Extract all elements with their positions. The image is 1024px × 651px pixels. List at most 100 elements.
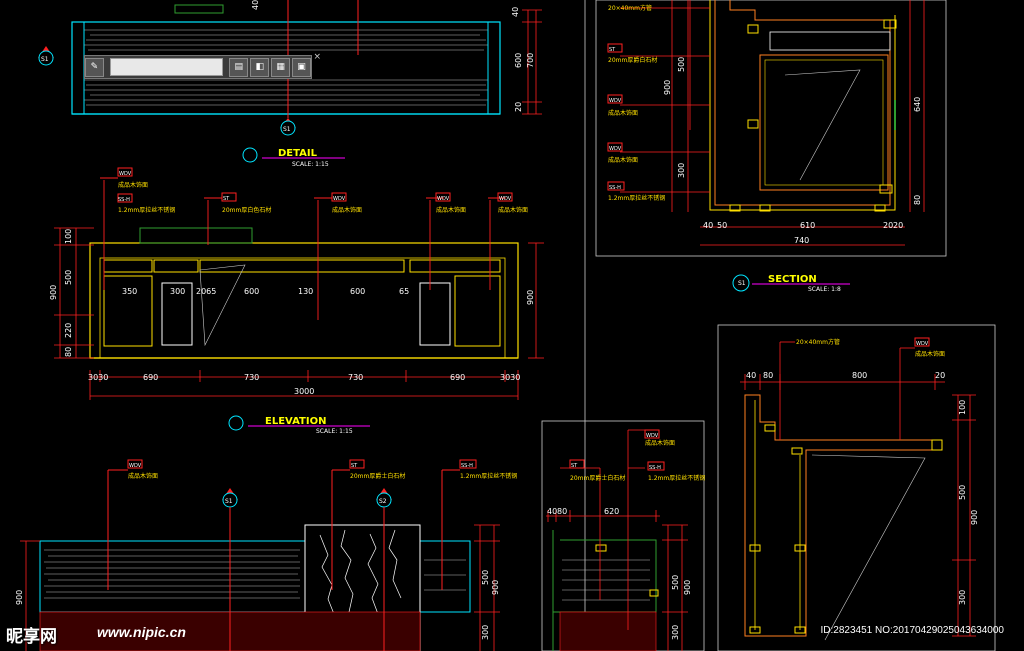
svg-text:80: 80 (64, 347, 73, 357)
svg-text:S1: S1 (225, 498, 233, 505)
svg-text:690: 690 (450, 373, 465, 382)
svg-text:80: 80 (763, 371, 773, 380)
layer-walk-icon[interactable]: ▣ (292, 57, 311, 77)
svg-text:900: 900 (663, 80, 672, 95)
detail-scale: SCALE: 1:15 (292, 161, 329, 168)
svg-text:成品木饰面: 成品木饰面 (436, 206, 466, 214)
section-marker-left[interactable]: S1 (38, 46, 54, 66)
svg-text:20: 20 (935, 371, 945, 380)
watermark-id: ID:2823451 NO:20170429025043634000 (820, 625, 1005, 636)
svg-text:WDV: WDV (646, 433, 659, 439)
svg-text:500: 500 (958, 485, 967, 500)
svg-text:300: 300 (481, 625, 490, 640)
svg-text:350: 350 (122, 287, 137, 296)
svg-text:WDV: WDV (499, 196, 512, 202)
dim-detail-600: 600 (514, 53, 523, 68)
section-scale: SCALE: 1:8 (808, 286, 841, 293)
section-view-2: 20×40mm方管 WDV 成品木饰面 40 80 800 20 100 500… (717, 324, 996, 651)
material-tag-wdv: WDV 成品木饰面 SS-H 1.2mm厚拉丝不锈钢 (117, 167, 175, 214)
dim-detail-top: 40 (251, 0, 260, 10)
svg-text:成品木饰面: 成品木饰面 (118, 181, 148, 189)
svg-text:WDV: WDV (437, 196, 450, 202)
svg-text:100: 100 (958, 400, 967, 415)
svg-text:WDV: WDV (119, 171, 132, 177)
svg-text:300: 300 (671, 625, 680, 640)
svg-text:SS-H: SS-H (118, 197, 130, 203)
svg-text:20mm厚爵白石材: 20mm厚爵白石材 (608, 56, 657, 64)
svg-text:40: 40 (703, 221, 713, 230)
svg-text:成品木饰面: 成品木饰面 (645, 439, 675, 447)
svg-text:620: 620 (604, 507, 619, 516)
svg-text:80: 80 (557, 507, 567, 516)
svg-text:300: 300 (677, 163, 686, 178)
svg-text:500: 500 (677, 57, 686, 72)
material-tag-st: ST 20mm厚白色石材 (221, 192, 271, 214)
svg-text:ST: ST (571, 463, 578, 469)
elevation-title-block: ELEVATION SCALE: 1:15 (228, 415, 370, 435)
svg-text:20×40mm方管: 20×40mm方管 (608, 4, 652, 12)
svg-text:SS-H: SS-H (461, 463, 473, 469)
elevation-scale: SCALE: 1:15 (316, 428, 353, 435)
svg-text:730: 730 (244, 373, 259, 382)
svg-text:20: 20 (893, 221, 903, 230)
svg-text:900: 900 (526, 290, 535, 305)
svg-text:WDV: WDV (916, 341, 929, 347)
svg-text:ST: ST (223, 196, 230, 202)
svg-text:20: 20 (883, 221, 893, 230)
svg-text:100: 100 (64, 229, 73, 244)
svg-text:900: 900 (15, 590, 24, 605)
section-marker-bottom[interactable]: S1 (280, 118, 296, 136)
svg-text:S2: S2 (379, 498, 387, 505)
dim-detail-20: 20 (514, 102, 523, 112)
svg-text:300: 300 (170, 287, 185, 296)
svg-text:80: 80 (913, 195, 922, 205)
svg-text:ST: ST (351, 463, 358, 469)
layer-state-icon[interactable]: ▦ (271, 57, 291, 77)
elevation-view: WDV 成品木饰面 SS-H 1.2mm厚拉丝不锈钢 ST 20mm厚白色石材 … (49, 167, 544, 435)
svg-text:600: 600 (244, 287, 259, 296)
svg-text:900: 900 (491, 580, 500, 595)
svg-text:WDV: WDV (333, 196, 346, 202)
svg-text:成品木饰面: 成品木饰面 (608, 109, 638, 117)
svg-text:50: 50 (717, 221, 727, 230)
svg-text:SS-H: SS-H (649, 465, 661, 471)
svg-text:130: 130 (298, 287, 313, 296)
section-marker-s2[interactable]: S2 (376, 488, 392, 651)
watermark-url[interactable]: www.nipic.cn (97, 624, 186, 640)
svg-text:40: 40 (547, 507, 557, 516)
layer-prev-icon[interactable]: ◧ (250, 57, 270, 77)
svg-text:成品木饰面: 成品木饰面 (608, 156, 638, 164)
layer-icon[interactable]: ▤ (229, 57, 249, 77)
svg-text:740: 740 (794, 236, 809, 245)
svg-text:SS-H: SS-H (609, 185, 621, 191)
svg-text:WDV: WDV (609, 146, 622, 152)
layer-toolbar: ✎ ▤ ◧ ▦ ▣ × (84, 52, 321, 79)
section-marker-s1[interactable]: S1 (222, 488, 238, 651)
close-icon[interactable]: × (313, 52, 321, 62)
material-tag-wdv-4: WDV 成品木饰面 (497, 192, 528, 214)
detail-view: 40 600 700 20 40 S1 S1 DETAIL SCALE: 1:1… (38, 0, 542, 168)
svg-text:20×40mm方管: 20×40mm方管 (796, 338, 840, 346)
material-tag-wdv-2: WDV 成品木饰面 (331, 192, 362, 214)
svg-text:300: 300 (958, 590, 967, 605)
svg-text:640: 640 (913, 97, 922, 112)
svg-text:1.2mm厚拉丝不锈钢: 1.2mm厚拉丝不锈钢 (118, 206, 175, 214)
svg-text:900: 900 (49, 285, 58, 300)
elevation-title: ELEVATION (265, 416, 326, 427)
svg-text:900: 900 (970, 510, 979, 525)
svg-text:20mm厚白色石材: 20mm厚白色石材 (222, 206, 271, 214)
svg-text:500: 500 (671, 575, 680, 590)
svg-text:500: 500 (64, 270, 73, 285)
edit-icon[interactable]: ✎ (85, 57, 104, 77)
svg-text:3030: 3030 (88, 373, 108, 382)
svg-text:40: 40 (746, 371, 756, 380)
elevation-view-2: WDV 成品木饰面 ST 20mm厚爵士白石材 SS-H 1.2mm厚拉丝不锈钢… (15, 459, 517, 651)
svg-text:3030: 3030 (500, 373, 520, 382)
svg-text:2065: 2065 (196, 287, 216, 296)
dim-detail-40: 40 (511, 7, 520, 17)
svg-text:成品木饰面: 成品木饰面 (915, 350, 945, 358)
detail-title: DETAIL (278, 148, 318, 159)
layer-name-field[interactable] (109, 58, 224, 76)
svg-text:1.2mm厚拉丝不锈钢: 1.2mm厚拉丝不锈钢 (460, 472, 517, 480)
